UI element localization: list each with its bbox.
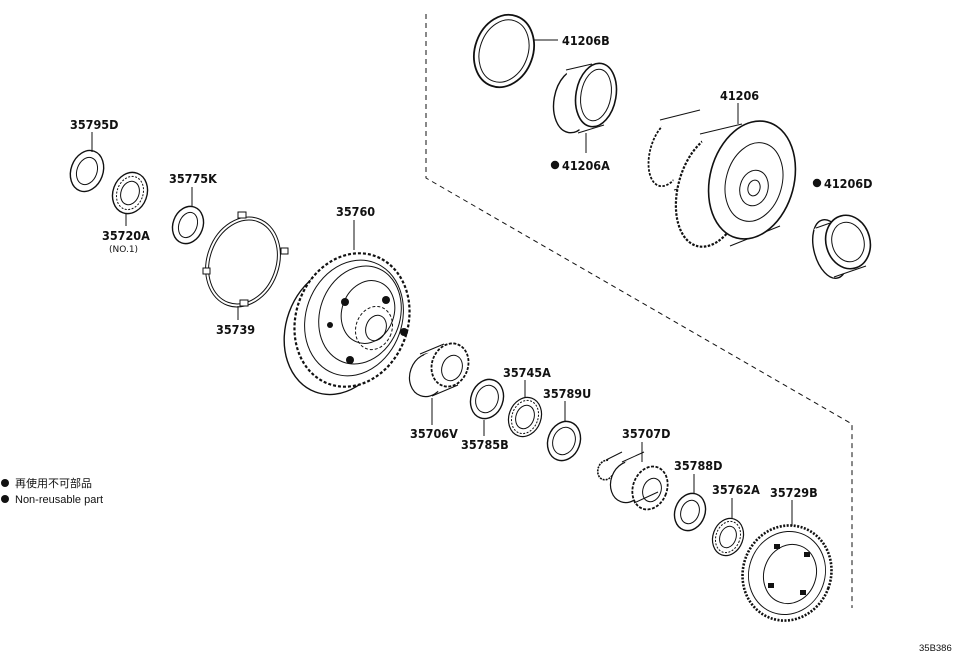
legend-bullet-japanese [1,479,9,487]
part-35707D-shaft-gear[interactable] [595,451,673,514]
part-35745A-thrust-bearing[interactable] [503,393,547,442]
label-41206B: 41206B [562,33,610,48]
legend-japanese: 再使用不可部品 [15,476,92,490]
part-35720A-needle-bearing[interactable] [107,167,153,218]
label-35762A: 35762A [712,482,760,497]
label-41206: 41206 [720,88,759,103]
label-35788D: 35788D [674,458,722,473]
part-35729B-ring-gear[interactable] [729,513,845,633]
part-35706V-pinion[interactable] [404,338,475,402]
label-35720A-note: (NO.1) [109,245,138,255]
legend-english: Non-reusable part [15,494,103,506]
part-35795D-washer[interactable] [65,146,109,196]
label-35745A: 35745A [503,365,551,380]
part-35775K-washer[interactable] [167,202,208,248]
part-41206B-ring[interactable] [464,6,544,95]
part-35788D-washer[interactable] [669,489,710,535]
label-35729B: 35729B [770,485,818,500]
label-35795D: 35795D [70,117,118,132]
part-35762A-thrust-bearing[interactable] [707,514,748,560]
label-35760: 35760 [336,204,375,219]
non-reusable-marker-41206D [812,178,822,188]
label-35739: 35739 [216,322,255,337]
part-35789U-washer[interactable] [542,417,586,466]
label-35785B: 35785B [461,437,509,452]
label-35707D: 35707D [622,426,670,441]
part-35760-planetary-gear[interactable] [267,237,428,410]
label-41206A: 41206A [562,158,610,173]
label-35720A: 35720A [102,228,150,243]
part-41206A-bearing-race[interactable] [549,60,622,136]
part-41206D-bearing-cup[interactable] [807,210,876,282]
assembly-boundary-dashed [425,14,853,608]
legend-bullet-english [1,495,9,503]
diagram-code: 35B386 [919,643,952,654]
label-35775K: 35775K [169,171,218,186]
part-41206-gear-assembly[interactable] [642,109,808,255]
label-41206D: 41206D [824,176,872,191]
part-35739-snap-ring[interactable] [193,206,292,317]
non-reusable-marker-41206A [550,160,560,170]
part-35785B-washer[interactable] [465,375,509,424]
label-35706V: 35706V [410,426,458,441]
label-35789U: 35789U [543,386,591,401]
